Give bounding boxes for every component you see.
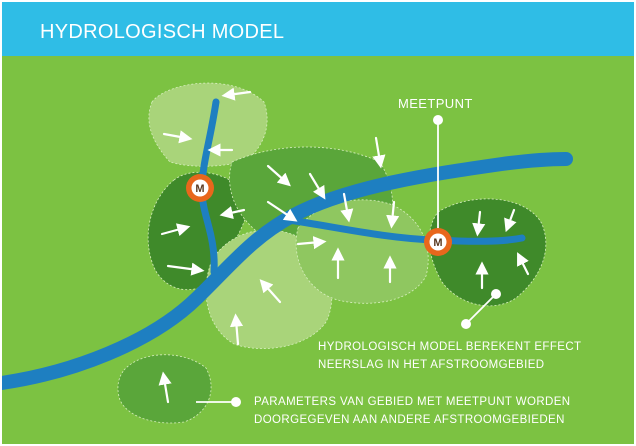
measurement-point-marker: M	[424, 228, 452, 256]
annotation-line: NEERSLAG IN HET AFSTROOMGEBIED	[318, 359, 545, 371]
catchment-right	[428, 198, 547, 307]
measurement-point-marker: M	[186, 174, 214, 202]
model-effect-annotation: HYDROLOGISCH MODEL BEREKENT EFFECT NEERS…	[318, 338, 581, 374]
catchment-mid-right	[295, 199, 429, 304]
parameters-annotation: PARAMETERS VAN GEBIED MET MEETPUNT WORDE…	[254, 393, 571, 429]
annotation-line: HYDROLOGISCH MODEL BEREKENT EFFECT	[318, 341, 582, 353]
marker-label: M	[195, 183, 204, 195]
annotation-line: PARAMETERS VAN GEBIED MET MEETPUNT WORDE…	[254, 396, 571, 408]
pointer-dots	[231, 115, 501, 407]
meetpunt-label: MEETPUNT	[398, 96, 473, 111]
header-bar: HYDROLOGISCH MODEL	[2, 2, 634, 56]
flow-arrows	[158, 87, 530, 404]
catchment-bottom	[117, 354, 212, 424]
pointer-lines	[196, 120, 497, 403]
annotation-line: DOORGEGEVEN AAN ANDERE AFSTROOMGEBIEDEN	[254, 414, 565, 426]
diagram-title: HYDROLOGISCH MODEL	[40, 21, 285, 43]
main-river	[2, 152, 573, 390]
catchment-top	[148, 82, 268, 167]
marker-label: M	[433, 237, 442, 249]
